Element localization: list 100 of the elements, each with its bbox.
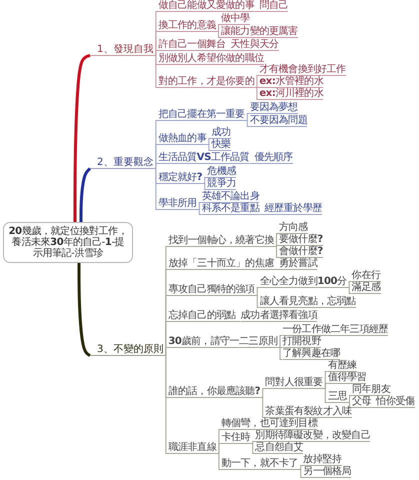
branch-line [196, 209, 202, 215]
subtopic: 優先順序 [254, 152, 293, 164]
branch-line [273, 245, 280, 247]
subtopic: 有歷練 [328, 360, 357, 372]
subtopic: 天性與天分 [230, 39, 279, 51]
subtopic: 一份工作做二年三項經歷 [282, 324, 388, 336]
subtopic: 穩定就好? [158, 172, 202, 184]
subtopic: 科系不是重點 [202, 203, 260, 215]
branch-line [322, 388, 328, 403]
subtopic: 別期待障礙改變，改變自己 [255, 430, 370, 442]
branch-line [322, 383, 328, 389]
subtopic: 職涯非直線 [168, 442, 216, 454]
subtopic: 找到一個軸心，繞著它換 [168, 235, 274, 247]
subtopic: 才有機會換到好工作 [259, 64, 346, 76]
main-topic: 2、重要觀念 [90, 157, 154, 169]
branch-line [152, 55, 159, 88]
branch-line [273, 269, 280, 270]
subtopic: 別做別人希望你做的職位 [158, 53, 264, 65]
branch-line [260, 388, 266, 398]
subtopic: 成功 [211, 127, 231, 139]
subtopic: 打開視野 [282, 336, 321, 348]
subtopic: 要因為夢想 [250, 102, 298, 114]
branch-line [152, 50, 159, 56]
main-topic: 1、發現自我 [90, 44, 154, 56]
branch-line [162, 347, 169, 356]
subtopic: 另一個格局 [303, 466, 352, 478]
branch-line [250, 443, 256, 454]
main-branch-curve [80, 167, 92, 222]
branch-line [298, 469, 304, 478]
subtopic: 卡住時 [221, 432, 250, 444]
subtopic: 會做什麼? [278, 246, 323, 258]
branch-line [254, 11, 260, 12]
subtopic: 學非所用 [158, 198, 197, 210]
branch-line [196, 202, 202, 210]
subtopic: 三思 [328, 391, 347, 403]
branch-line [216, 453, 222, 470]
subtopic: 做熱血的事 [158, 133, 206, 145]
subtopic: 值得學習 [328, 372, 366, 384]
branch-line [206, 144, 212, 151]
subtopic: 轉個彎，也可達到目標 [221, 418, 318, 430]
subtopic: 問對人很重要 [265, 377, 323, 389]
subtopic: 30歲前，請守一二三原則 [168, 336, 278, 348]
branch-line [216, 443, 222, 454]
subtopic: 英雄不論出身 [202, 191, 260, 203]
branch-line [258, 214, 265, 215]
subtopic: 競爭力 [207, 178, 236, 190]
branch-line [254, 295, 260, 308]
subtopic: 動一下，就不卡了 [221, 458, 298, 470]
subtopic: 放掉「三十而立」的焦慮 [168, 258, 274, 270]
branch-line [273, 233, 280, 247]
subtopic: 誰的話，你最應該聽? [168, 386, 260, 398]
subtopic: 了解興趣在哪 [282, 348, 340, 360]
branch-line [277, 347, 284, 360]
branch-line [202, 183, 208, 190]
subtopic: ex:河川裡的水 [259, 88, 324, 100]
main-branch-curve [78, 263, 91, 357]
subtopic: 快樂 [211, 139, 231, 151]
branch-line [244, 120, 250, 127]
branch-line [235, 321, 242, 322]
subtopic: 問自己 [259, 0, 288, 12]
branch-line [346, 281, 352, 288]
branch-line [225, 50, 232, 51]
subtopic: 茶葉蛋有裂紋才入味 [265, 406, 352, 418]
main-topic: 3、不變的原則 [90, 344, 164, 356]
subtopic: 許自己一個舞台 [158, 39, 226, 51]
subtopic: 讓能力變的更厲害 [220, 26, 298, 38]
subtopic: 同年朋友 [352, 384, 390, 396]
subtopic: 不要因為問題 [250, 115, 308, 127]
subtopic: 忌自怨自艾 [255, 442, 304, 454]
branch-line [260, 397, 266, 418]
subtopic: 要做什麼? [278, 234, 323, 246]
subtopic: 換工作的意義 [158, 20, 216, 32]
branch-line [273, 246, 280, 258]
branch-line [254, 287, 260, 296]
subtopic: 經歷重於學歷 [264, 203, 322, 215]
branch-line [215, 31, 222, 38]
branch-line [215, 24, 222, 32]
branch-line [254, 75, 260, 88]
branch-line [152, 163, 159, 169]
subtopic: 生活品質VS工作品質 [158, 152, 250, 164]
branch-line [277, 335, 284, 348]
branch-line [370, 407, 377, 408]
branch-line [248, 163, 255, 164]
subtopic: 做自己能做又愛做的事 [158, 0, 254, 12]
subtopic: 專攻自己獨特的強項 [168, 284, 255, 296]
subtopic: 你在行 [352, 270, 380, 282]
subtopic: 放掉堅持 [303, 454, 342, 466]
central-topic: 20幾歲，就定位換對工作，養活未來30年的自己-1-提示用筆記-洪雪珍 [3, 222, 133, 263]
branch-line [202, 177, 208, 184]
subtopic: 父母 [352, 396, 372, 408]
subtopic: 滿足感 [352, 282, 380, 294]
branch-line [250, 441, 256, 444]
subtopic: 讓人看見亮點，忘弱點 [260, 296, 356, 308]
branch-line [298, 465, 304, 470]
branch-line [206, 138, 212, 145]
branch-line [346, 287, 352, 294]
subtopic: 危機感 [207, 166, 236, 178]
subtopic: ex:水管裡的水 [259, 76, 324, 88]
branch-line [254, 87, 260, 100]
branch-line [346, 395, 352, 403]
